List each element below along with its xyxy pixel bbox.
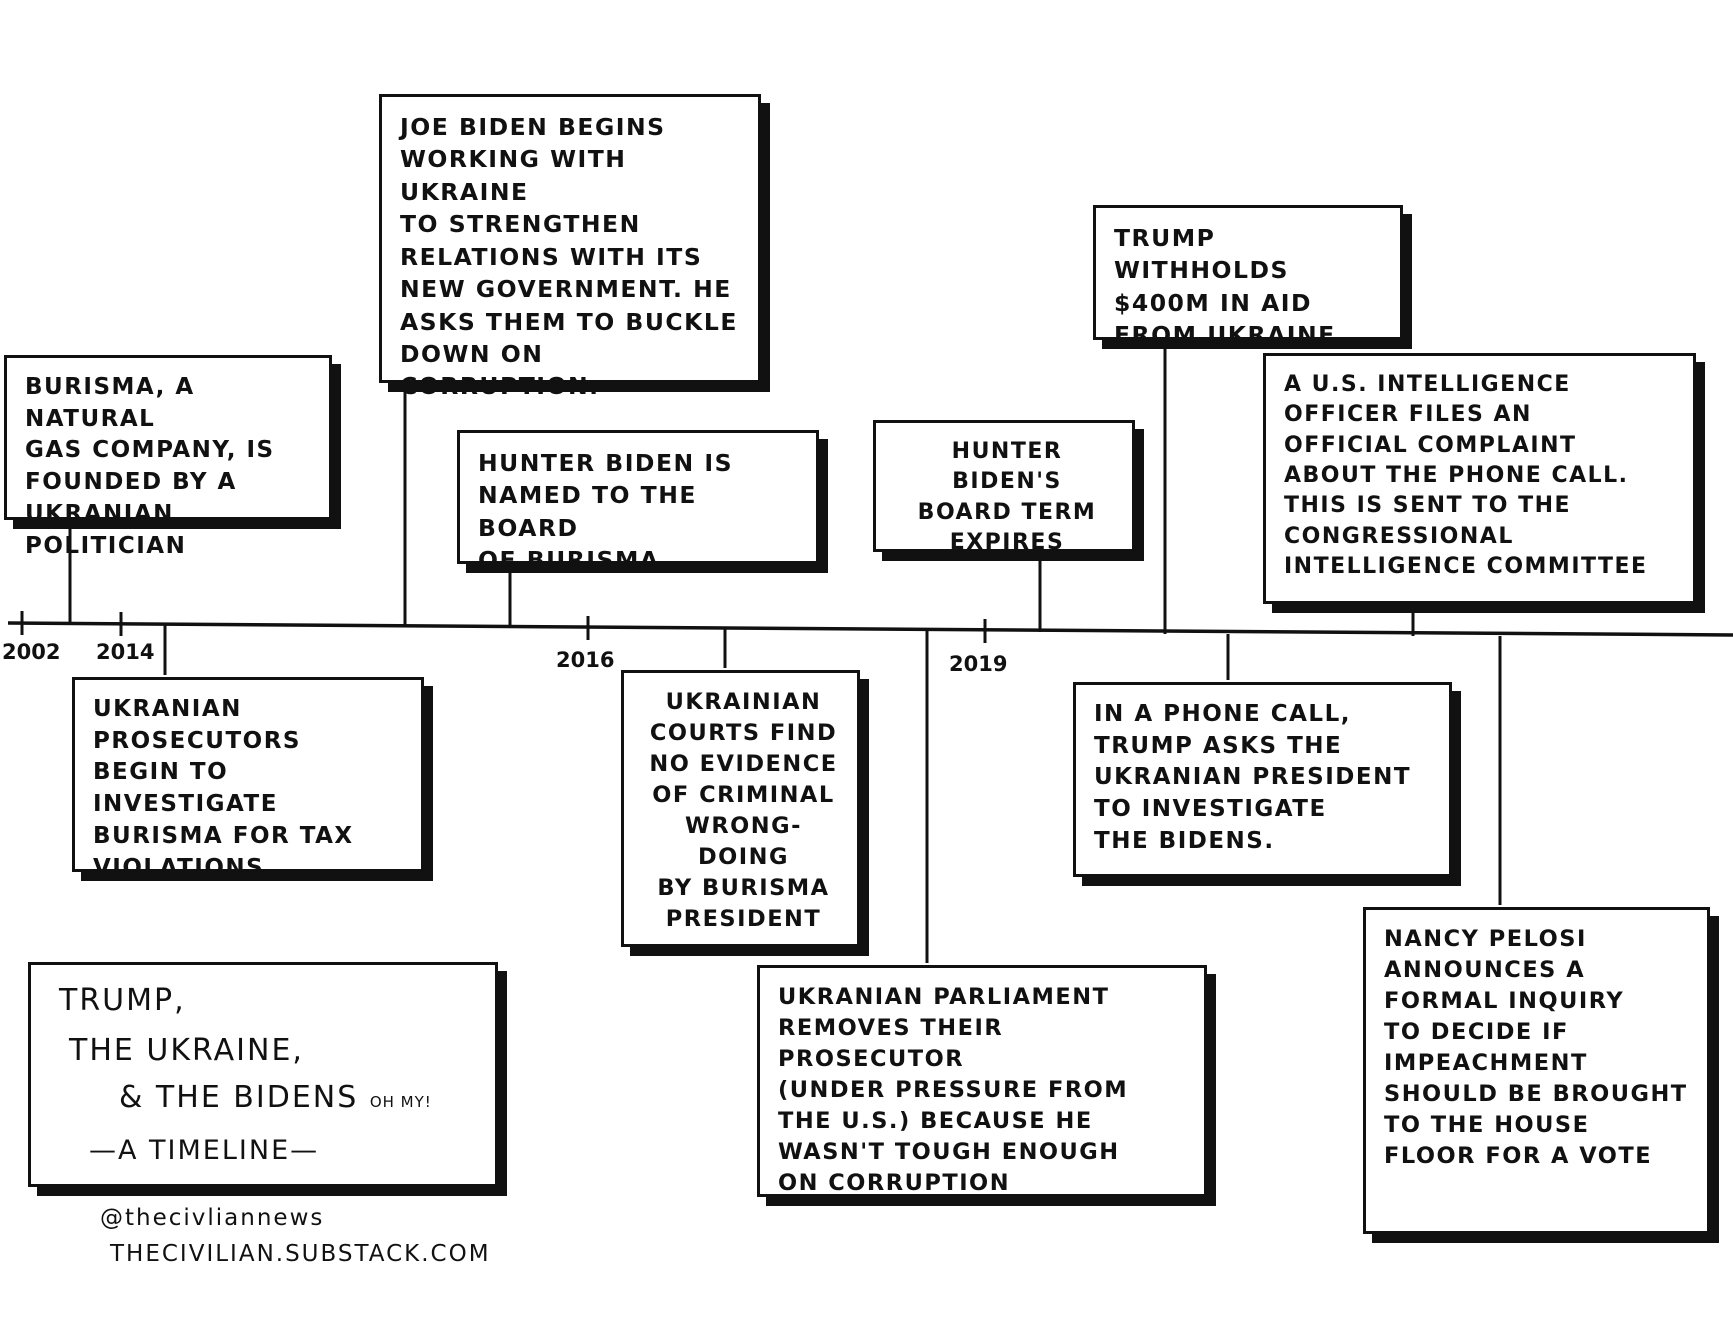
- title-aside: oh my!: [369, 1093, 432, 1111]
- event-courts-no-evidence: Ukrainian courts find no evidence of cri…: [621, 670, 860, 947]
- event-phone-call: In a phone call, Trump asks the Ukranian…: [1073, 682, 1452, 877]
- year-label-2014: 2014: [96, 640, 155, 664]
- title-line-2: The Ukraine,: [69, 1033, 304, 1068]
- event-parliament-removes-prosecutor: Ukranian parliament removes their prosec…: [757, 965, 1207, 1197]
- event-intelligence-complaint: A U.S. intelligence officer files an off…: [1263, 353, 1696, 604]
- title-box: Trump, The Ukraine, & The Bidens oh my! …: [28, 962, 498, 1187]
- title-line-3: & The Bidens oh my!: [119, 1080, 432, 1115]
- credit-handle: @thecivliannews: [100, 1205, 325, 1231]
- year-label-2016: 2016: [556, 648, 615, 672]
- title-line-1: Trump,: [59, 983, 186, 1018]
- title-subtitle: —A Timeline—: [89, 1135, 320, 1166]
- year-label-2019: 2019: [949, 652, 1008, 676]
- event-burisma-founded: Burisma, a natural gas company, is found…: [4, 355, 332, 559]
- event-trump-withholds-aid: Trump withholds $400M in aid from Ukrain…: [1093, 205, 1403, 349]
- timeline-axis: [7, 621, 1733, 637]
- credit-site: thecivilian.substack.com: [110, 1241, 491, 1267]
- event-hunter-named-board: Hunter Biden is named to the board of Bu…: [457, 430, 819, 574]
- event-prosecutors-investigate: Ukranian prosecutors begin to investigat…: [72, 677, 424, 881]
- event-biden-working-ukraine: Joe Biden begins working with Ukraine to…: [379, 94, 761, 400]
- event-hunter-term-expires: Hunter Biden's board term expires: [873, 420, 1135, 555]
- year-label-2002: 2002: [2, 640, 61, 664]
- title-line-3-main: & The Bidens: [119, 1080, 359, 1115]
- event-pelosi-inquiry: Nancy Pelosi announces a formal inquiry …: [1363, 907, 1710, 1234]
